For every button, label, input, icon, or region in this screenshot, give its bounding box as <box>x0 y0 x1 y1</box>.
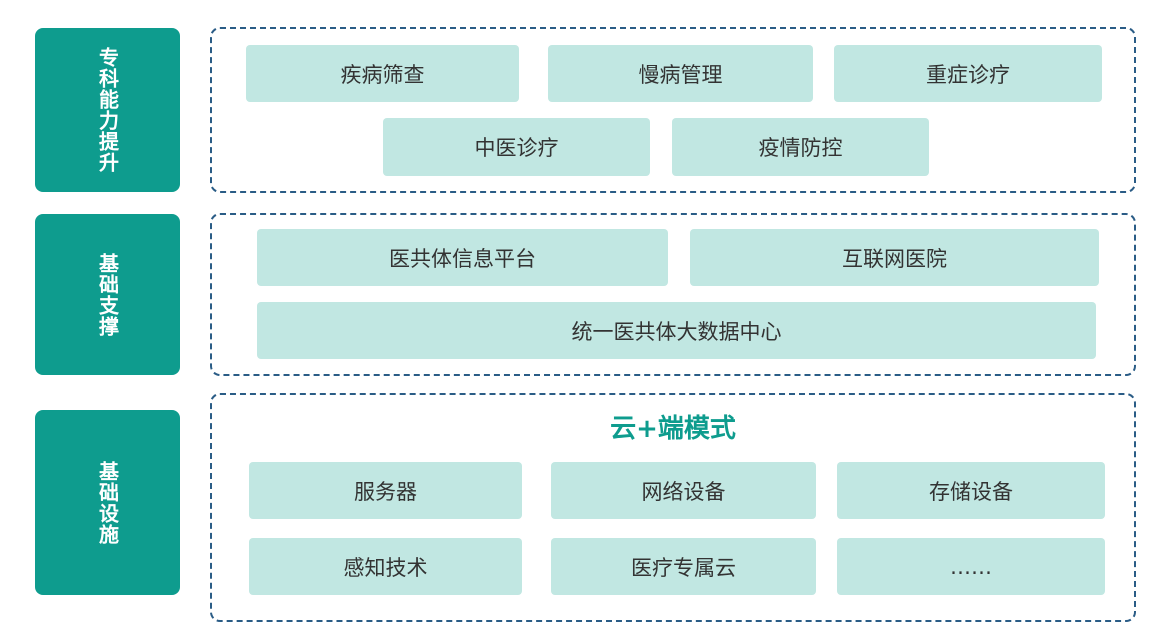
tile-medical-cloud: 医疗专属云 <box>551 538 816 595</box>
tile-tcm-care: 中医诊疗 <box>383 118 650 176</box>
tile-disease-screening: 疾病筛查 <box>246 45 519 102</box>
tile-info-platform: 医共体信息平台 <box>257 229 668 286</box>
layer-panel-foundation <box>210 213 1136 376</box>
tile-big-data-center: 统一医共体大数据中心 <box>257 302 1096 359</box>
tile-internet-hospital: 互联网医院 <box>690 229 1099 286</box>
layer-label-infrastructure: 基础设施 <box>35 410 180 595</box>
tile-network-equipment: 网络设备 <box>551 462 816 519</box>
tile-storage-equipment: 存储设备 <box>837 462 1105 519</box>
tile-ellipsis: …… <box>837 538 1105 595</box>
tile-critical-care: 重症诊疗 <box>834 45 1102 102</box>
tile-sensing-tech: 感知技术 <box>249 538 522 595</box>
cloud-edge-title: 云+端模式 <box>610 413 736 444</box>
layer-panel-infrastructure <box>210 393 1136 622</box>
layer-label-foundation: 基础支撑 <box>35 214 180 375</box>
layer-label-text: 专科能力提升 <box>95 47 120 173</box>
tile-chronic-management: 慢病管理 <box>548 45 813 102</box>
layer-label-specialty: 专科能力提升 <box>35 28 180 192</box>
layer-panel-specialty <box>210 27 1136 193</box>
tile-epidemic-control: 疫情防控 <box>672 118 929 176</box>
layer-label-text: 基础支撑 <box>95 252 120 337</box>
tile-server: 服务器 <box>249 462 522 519</box>
layer-label-text: 基础设施 <box>95 460 120 545</box>
